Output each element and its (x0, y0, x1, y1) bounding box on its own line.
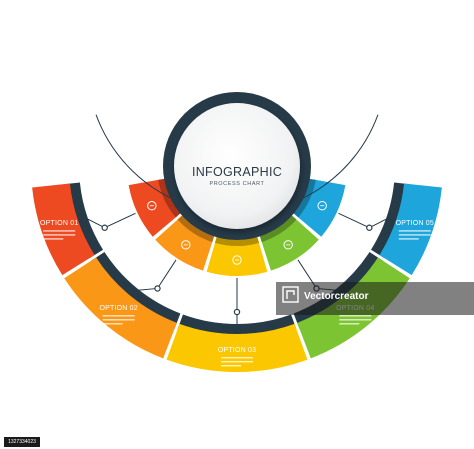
stock-id-badge: 1327334023 (4, 437, 40, 447)
lightbulb-icon (147, 201, 157, 211)
connector-dot (233, 308, 241, 316)
option-inner-segment (296, 179, 346, 237)
option-label: OPTION 05 (396, 220, 434, 227)
option-text-placeholder (398, 238, 419, 240)
option-segment[interactable] (32, 183, 95, 276)
center-disc (174, 103, 300, 229)
connector-dot (366, 224, 373, 231)
watermark: Vectorcreator (276, 282, 474, 315)
option-text-placeholder (43, 230, 76, 232)
option-inner-rim (177, 214, 215, 243)
option-text-placeholder (339, 319, 372, 321)
option-text-placeholder (221, 361, 253, 363)
option-text-placeholder (221, 357, 253, 359)
option-text-placeholder (43, 238, 64, 240)
outer-segments (32, 182, 442, 372)
option-text-placeholder (43, 234, 76, 236)
option-segment[interactable] (166, 323, 308, 372)
center-subtitle: PROCESS CHART (209, 181, 264, 187)
connector-dot (101, 224, 108, 231)
option-text-placeholder (398, 230, 431, 232)
connector-dot (154, 285, 161, 292)
calculator-icon (232, 255, 242, 265)
option-inner-segment (155, 218, 213, 271)
watermark-band (276, 282, 474, 315)
watermark-text: Vectorcreator (304, 291, 369, 302)
option-text-placeholder (102, 323, 123, 325)
center-hub: INFOGRAPHIC PROCESS CHART (163, 92, 311, 240)
option-inner-segment (261, 218, 319, 271)
connector-line (85, 212, 136, 229)
option-text-placeholder (339, 323, 360, 325)
option-label: OPTION 02 (100, 305, 138, 312)
option-rim (91, 252, 181, 329)
option-text-placeholder (102, 319, 135, 321)
connector-line (338, 212, 389, 229)
option-text-placeholder (102, 315, 135, 317)
option-rim (370, 182, 411, 259)
gear-icon (181, 240, 191, 250)
option-inner-segment (128, 179, 178, 237)
globe-icon (317, 201, 327, 211)
option-text-placeholder (339, 315, 372, 317)
watermark-logo-icon (282, 286, 299, 303)
option-text-placeholder (221, 365, 241, 367)
option-rim (63, 182, 104, 259)
option-segment[interactable] (379, 183, 442, 276)
option-label: OPTION 01 (40, 220, 78, 227)
option-label: OPTION 03 (218, 347, 256, 354)
option-inner-segment (206, 240, 268, 276)
option-text-placeholder (398, 234, 431, 236)
briefcase-icon (283, 240, 293, 250)
option-segment[interactable] (64, 257, 177, 359)
option-inner-rim (259, 214, 297, 243)
center-title: INFOGRAPHIC (192, 165, 282, 179)
